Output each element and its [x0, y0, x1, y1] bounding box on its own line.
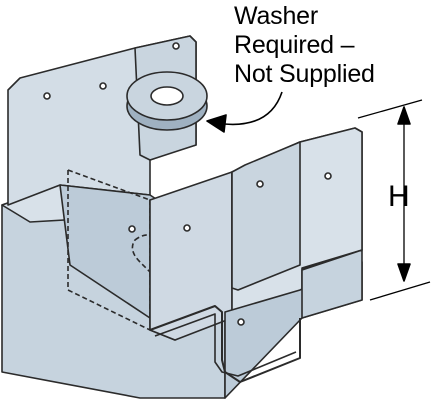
- callout-line-1: Washer: [234, 2, 319, 30]
- dim-arrow-bottom: [397, 263, 411, 282]
- callout-arrow: [223, 91, 283, 126]
- callout-line-3: Not Supplied: [234, 60, 375, 88]
- front-bracket: [149, 305, 301, 383]
- hole-side-1: [256, 180, 264, 188]
- front-bracket-inner: [154, 313, 297, 377]
- hole-front-1: [128, 225, 136, 233]
- washer-hole: [150, 86, 184, 106]
- hole-back-2: [99, 82, 107, 90]
- dim-ext-top: [357, 99, 423, 119]
- callout-arrowhead: [206, 114, 227, 133]
- lower-skirt-face: [301, 249, 363, 319]
- washer-callout: Washer Required – Not Supplied: [234, 2, 434, 89]
- hole-back-1: [43, 92, 51, 100]
- hole-front-2: [183, 224, 191, 232]
- dimension-label-h: H: [388, 180, 410, 213]
- callout-line-2: Required –: [234, 31, 355, 59]
- dim-arrow-top: [397, 106, 411, 125]
- hole-side-2: [324, 172, 332, 180]
- hole-back-3: [172, 42, 180, 50]
- hole-bracket: [237, 318, 245, 326]
- right-panel-front: [149, 171, 233, 341]
- dim-ext-bottom: [369, 281, 431, 301]
- side-plate-fold: [231, 141, 301, 291]
